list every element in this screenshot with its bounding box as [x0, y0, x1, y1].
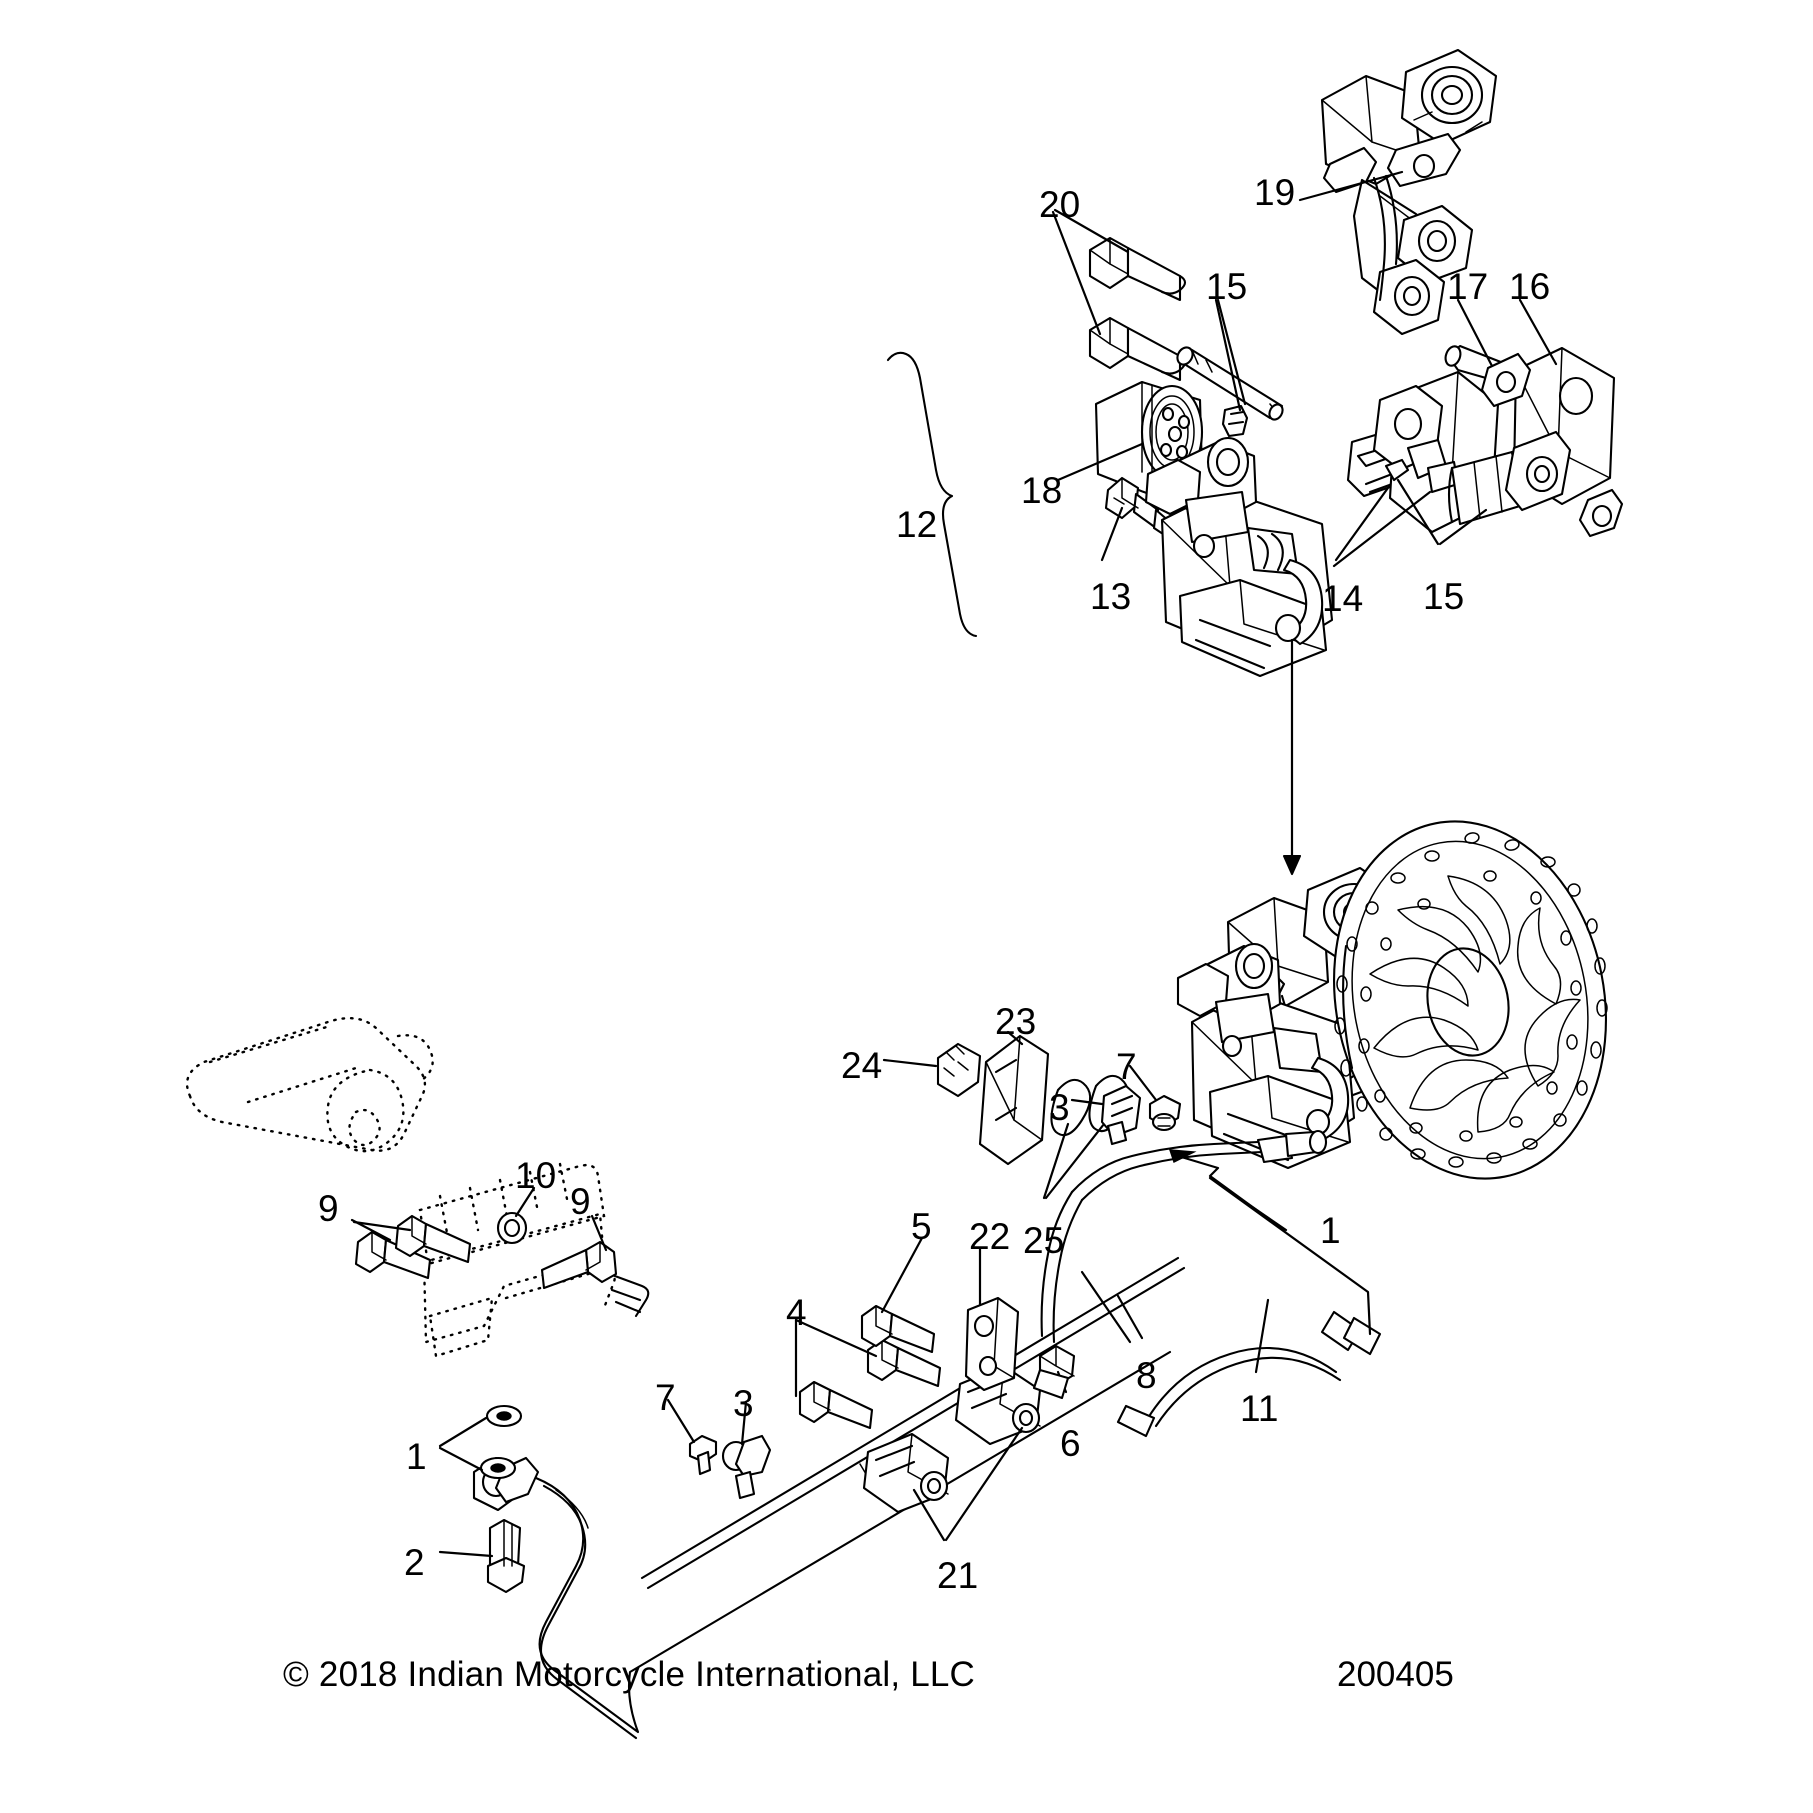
rear-brake-line-assembly — [438, 1256, 1186, 1740]
part-20-mounting-bolts — [1051, 208, 1187, 382]
part-8-brake-hose — [1032, 1129, 1328, 1400]
callout-23[interactable]: 23 — [995, 1001, 1037, 1042]
part-15-pad-hardware-right — [1384, 450, 1522, 546]
part-24-connector — [882, 1042, 982, 1098]
part-3-line-clamp-lower — [721, 1400, 772, 1500]
callout-5[interactable]: 5 — [911, 1206, 932, 1247]
callout-12[interactable]: 12 — [896, 504, 938, 545]
callout-16[interactable]: 16 — [1509, 266, 1551, 307]
callout-25[interactable]: 25 — [1023, 1220, 1065, 1261]
copyright-notice: © 2018 Indian Motorcycle International, … — [283, 1655, 976, 1694]
part-23-switch-body — [978, 1030, 1050, 1166]
part-12-caliper-kit-brace — [886, 351, 978, 638]
callout-3-lower[interactable]: 3 — [733, 1383, 754, 1424]
callout-14[interactable]: 14 — [1322, 578, 1364, 619]
callout-7-upper[interactable]: 7 — [1116, 1046, 1137, 1087]
part-19-caliper-hanger — [1298, 48, 1498, 336]
callout-11[interactable]: 11 — [1240, 1388, 1279, 1429]
part-22-bracket — [964, 1246, 1020, 1392]
callout-9-right[interactable]: 9 — [570, 1181, 591, 1222]
callout-20[interactable]: 20 — [1039, 184, 1081, 225]
callout-15-upper[interactable]: 15 — [1206, 266, 1248, 307]
callout-2[interactable]: 2 — [404, 1542, 425, 1583]
brake-rotor-disc — [1333, 820, 1608, 1180]
callout-21[interactable]: 21 — [937, 1555, 979, 1596]
part-7-screw-lower — [666, 1398, 718, 1476]
callout-22[interactable]: 22 — [969, 1216, 1011, 1257]
part-3-line-clamp-mid — [1070, 1084, 1142, 1146]
callout-7-lower[interactable]: 7 — [655, 1377, 676, 1418]
callout-15-right[interactable]: 15 — [1423, 576, 1465, 617]
part-caliper-body-exploded — [1144, 436, 1334, 678]
callout-17[interactable]: 17 — [1447, 266, 1489, 307]
callout-13[interactable]: 13 — [1090, 576, 1132, 617]
callout-1-upper[interactable]: 1 — [1320, 1210, 1341, 1251]
part-11-brake-line-right — [1116, 1149, 1382, 1438]
part-21-line-clips — [862, 1364, 1042, 1542]
callout-6[interactable]: 6 — [1060, 1423, 1081, 1464]
part-9-mounting-bolts — [350, 1214, 618, 1290]
part-4-flange-bolts — [794, 1318, 942, 1430]
callout-19[interactable]: 19 — [1254, 172, 1296, 213]
foot-brake-lever-phantom — [185, 1016, 434, 1153]
callout-24[interactable]: 24 — [841, 1045, 883, 1086]
callout-18[interactable]: 18 — [1021, 470, 1063, 511]
callout-9-left[interactable]: 9 — [318, 1188, 339, 1229]
callout-10[interactable]: 10 — [515, 1155, 557, 1196]
callout-3-mid[interactable]: 3 — [1049, 1087, 1070, 1128]
part-10-spacer — [496, 1186, 536, 1245]
part-5-bolt — [860, 1236, 936, 1354]
callout-8[interactable]: 8 — [1136, 1355, 1157, 1396]
part-16-caliper-bracket — [1480, 298, 1624, 538]
part-25-retaining-clips — [1042, 1074, 1130, 1200]
part-15-pad-pin-upper — [1176, 298, 1284, 438]
callout-1-lower[interactable]: 1 — [406, 1436, 427, 1477]
part-7-screw-mid — [1128, 1064, 1182, 1132]
diagram-part-number: 200405 — [1337, 1655, 1454, 1694]
callout-4[interactable]: 4 — [786, 1292, 807, 1333]
